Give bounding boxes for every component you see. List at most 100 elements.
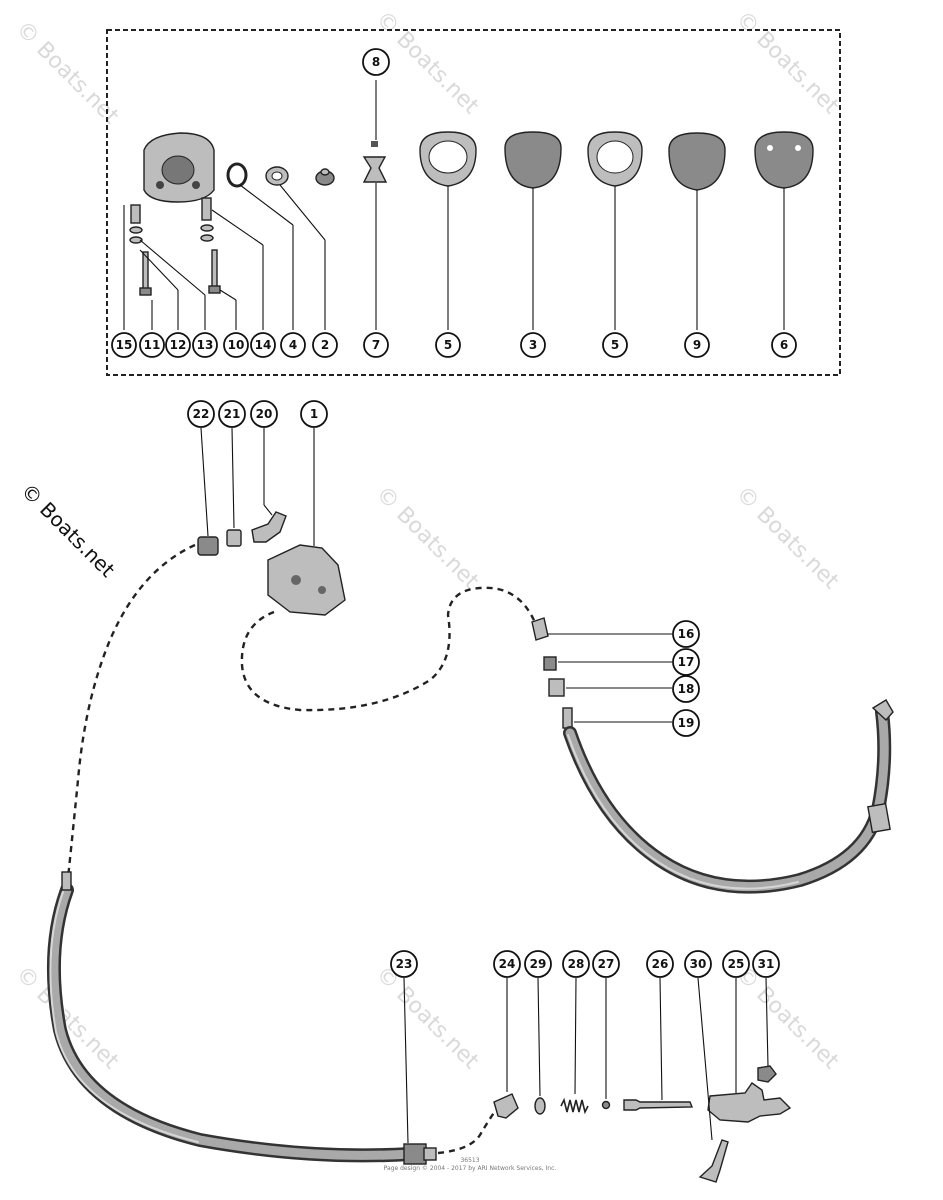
pump-assembly <box>197 511 346 616</box>
right-fittings <box>531 617 573 729</box>
callout-21-label: 21 <box>224 407 241 421</box>
fitting-16-part <box>531 617 549 641</box>
screw-set-left <box>129 204 152 296</box>
callout-3-label: 3 <box>529 338 537 352</box>
callout-5b-label: 5 <box>611 338 619 352</box>
callout-29: 29 <box>524 950 552 978</box>
watermark-4: © Boats.net <box>371 482 484 595</box>
callout-26-label: 26 <box>652 957 669 971</box>
fitting-21-part <box>226 529 242 547</box>
callout-19: 19 <box>672 709 700 737</box>
callout-5a-label: 5 <box>444 338 452 352</box>
knob-30-part <box>698 1139 729 1183</box>
callout-3: 3 <box>520 332 546 358</box>
o-ring-part <box>226 162 248 188</box>
right-leaders <box>548 633 672 723</box>
callout-4: 4 <box>280 332 306 358</box>
primer-parts <box>493 1065 792 1183</box>
plunger-26-part <box>623 1099 694 1111</box>
callout-25-label: 25 <box>728 957 745 971</box>
footer-copyright: Page design © 2004 - 2017 by ARI Network… <box>384 1165 557 1172</box>
callout-30: 30 <box>684 950 712 978</box>
pump-cover-part <box>143 132 215 203</box>
nut-17-part <box>543 656 557 671</box>
bottom-leaders <box>403 977 769 1144</box>
callout-28-label: 28 <box>568 957 585 971</box>
primer-body-25-part <box>707 1082 792 1123</box>
callout-24: 24 <box>493 950 521 978</box>
callout-12-label: 12 <box>170 338 187 352</box>
callout-21: 21 <box>218 400 246 428</box>
callout-24-label: 24 <box>499 957 516 971</box>
callout-6-label: 6 <box>780 338 788 352</box>
kit-parts <box>129 131 814 296</box>
diaphragm-3-part <box>504 131 562 189</box>
callout-22: 22 <box>187 400 215 428</box>
dashed-route-bottom <box>437 1109 497 1155</box>
pump-body-part <box>267 544 346 616</box>
callout-8: 8 <box>362 48 390 76</box>
parts-kit-box <box>106 29 841 376</box>
callout-20-label: 20 <box>256 407 273 421</box>
watermark-3: © Boats.net <box>731 7 844 120</box>
seal-29-part <box>534 1097 546 1115</box>
callout-5a: 5 <box>435 332 461 358</box>
callout-31-label: 31 <box>758 957 775 971</box>
callout-11-label: 11 <box>144 338 161 352</box>
callout-14-label: 14 <box>255 338 272 352</box>
callout-23: 23 <box>390 950 418 978</box>
callout-16-label: 16 <box>678 627 695 641</box>
callout-28: 28 <box>562 950 590 978</box>
callout-10-label: 10 <box>228 338 245 352</box>
callout-2: 2 <box>312 332 338 358</box>
callout-7: 7 <box>363 332 389 358</box>
watermark-8: © Boats.net <box>731 962 844 1075</box>
callout-1: 1 <box>300 400 328 428</box>
callout-19-label: 19 <box>678 716 695 730</box>
mid-leaders <box>200 427 315 546</box>
ball-27-part <box>601 1100 611 1110</box>
callout-9-label: 9 <box>693 338 701 352</box>
kit-leaders <box>123 80 785 330</box>
callout-18: 18 <box>672 675 700 703</box>
callout-9: 9 <box>684 332 710 358</box>
dashed-route-pump-to-fitting <box>240 586 538 712</box>
elbow-20-part <box>251 511 287 543</box>
spring-28-part <box>560 1097 589 1115</box>
callout-23-label: 23 <box>396 957 413 971</box>
callout-30-label: 30 <box>690 957 707 971</box>
callout-7-label: 7 <box>372 338 380 352</box>
callout-29-label: 29 <box>530 957 547 971</box>
callout-17-label: 17 <box>678 655 695 669</box>
callout-14: 14 <box>250 332 276 358</box>
callout-26: 26 <box>646 950 674 978</box>
footer-code: 36513 <box>460 1157 479 1164</box>
diaphragm-9-part <box>668 132 726 191</box>
gasket-5b-part <box>587 131 643 187</box>
watermark-side: © Boats.net <box>16 479 119 582</box>
valve-part <box>315 168 335 186</box>
gasket-6-part <box>754 131 814 189</box>
callout-11: 11 <box>139 332 165 358</box>
connector-19-part <box>562 707 573 729</box>
callout-17: 17 <box>672 648 700 676</box>
callout-13: 13 <box>192 332 218 358</box>
dashed-route-left-hose <box>66 543 196 879</box>
nut-31-part <box>757 1065 777 1083</box>
callout-27: 27 <box>592 950 620 978</box>
watermark-7: © Boats.net <box>371 962 484 1075</box>
fitting-22-part <box>197 536 219 556</box>
callout-25: 25 <box>722 950 750 978</box>
sleeve-18-part <box>548 678 565 697</box>
callout-6: 6 <box>771 332 797 358</box>
callout-1-label: 1 <box>310 407 318 421</box>
callout-4-label: 4 <box>289 338 297 352</box>
callout-20: 20 <box>250 400 278 428</box>
callout-18-label: 18 <box>678 682 695 696</box>
seal-part <box>265 166 289 186</box>
callout-27-label: 27 <box>598 957 615 971</box>
callout-22-label: 22 <box>193 407 210 421</box>
callout-15: 15 <box>111 332 137 358</box>
callout-12: 12 <box>165 332 191 358</box>
